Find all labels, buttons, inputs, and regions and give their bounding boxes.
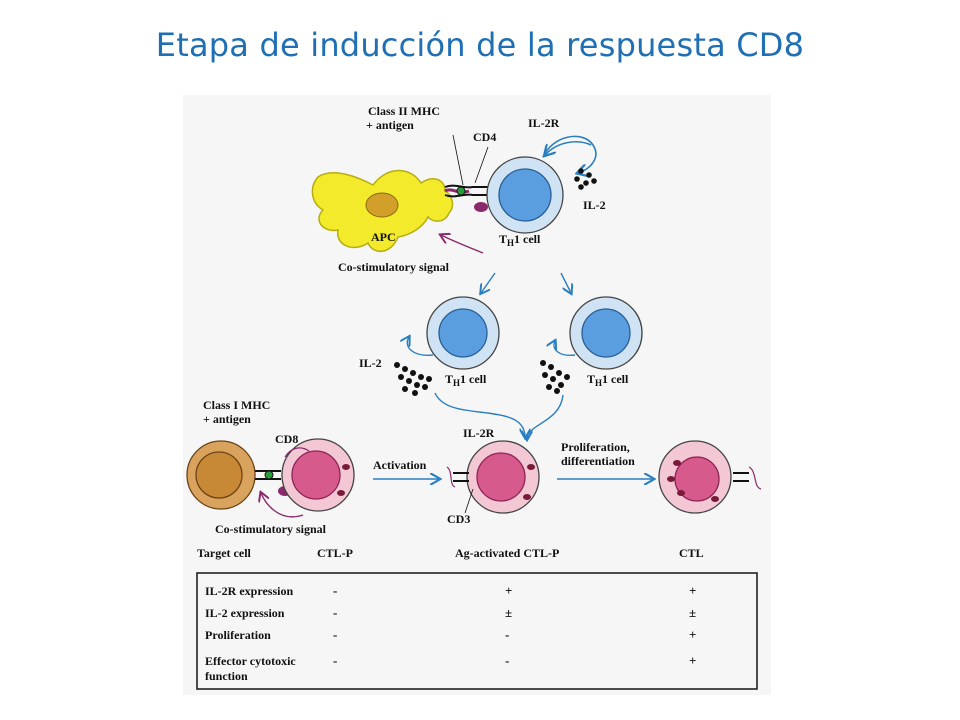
label-class-ii-antigen: + antigen	[366, 118, 414, 132]
label-il2r-bottom: IL-2R	[463, 426, 495, 440]
row-label-continued: function	[205, 669, 248, 683]
cd8-link-arrow	[284, 447, 310, 458]
row-value-ctl-p: -	[333, 627, 337, 642]
ctl-p-cell	[281, 438, 355, 512]
row-value-ctl: ±	[689, 605, 696, 620]
label-costim-bottom: Co-stimulatory signal	[215, 522, 327, 536]
slide-title: Etapa de inducción de la respuesta CD8	[155, 26, 805, 64]
expression-table	[196, 572, 758, 690]
il2r-uptake-arrow	[545, 141, 592, 155]
label-il2r-top: IL-2R	[528, 116, 560, 130]
costim-top-arrow	[441, 235, 484, 254]
ctl-cell	[658, 440, 762, 514]
il2-flow-left	[434, 392, 525, 437]
label-class-ii-mhc: Class II MHC	[368, 104, 440, 118]
il2-dots-right	[540, 360, 570, 394]
il2-dots-left	[394, 362, 432, 396]
th1-cell-right	[569, 296, 643, 370]
row-label: IL-2R expression	[205, 584, 293, 598]
row-label: IL-2 expression	[205, 606, 285, 620]
table-rows: IL-2R expression - + + IL-2 expression -…	[205, 583, 696, 683]
ag-activated-ctl-p-cell	[446, 440, 540, 514]
label-cd8: CD8	[275, 432, 298, 446]
label-th1-left: TH1 cell	[445, 372, 487, 388]
th1-cell-top	[486, 156, 564, 234]
il2r-feedback-arrow	[542, 135, 597, 173]
target-cell	[186, 440, 256, 510]
row-value-ag-activated: +	[505, 583, 512, 598]
label-differentiation: differentiation	[561, 454, 635, 468]
row-value-ctl-p: -	[333, 605, 337, 620]
apc-cell	[311, 169, 454, 252]
row-label: Proliferation	[205, 628, 271, 642]
row-value-ctl: +	[689, 627, 696, 642]
row-value-ctl-p: -	[333, 653, 337, 668]
label-cd4: CD4	[473, 130, 496, 144]
stage-ag-activated-ctl-p: Ag-activated CTL-P	[455, 546, 559, 560]
il2-dots-top	[574, 168, 597, 190]
stage-ctl-p: CTL-P	[317, 546, 353, 560]
row-value-ag-activated: -	[505, 627, 509, 642]
il2-loop-left	[407, 337, 434, 356]
row-value-ctl-p: -	[333, 583, 337, 598]
label-costim-top: Co-stimulatory signal	[338, 260, 450, 274]
label-apc: APC	[371, 230, 396, 244]
row-value-ctl: +	[689, 583, 696, 598]
label-proliferation: Proliferation,	[561, 440, 630, 454]
il2-flow-right	[527, 394, 564, 439]
th1-cell-left	[426, 296, 500, 370]
stage-ctl: CTL	[679, 546, 704, 560]
row-value-ctl: +	[689, 653, 696, 668]
mhc-tcr-complex-top	[444, 184, 495, 212]
row-value-ag-activated: ±	[505, 605, 512, 620]
stage-target-cell: Target cell	[197, 546, 252, 560]
label-cd3: CD3	[447, 512, 470, 526]
il2-loop-right	[554, 341, 576, 356]
label-activation: Activation	[373, 458, 427, 472]
label-th1-top: TH1 cell	[499, 232, 541, 248]
arrow-to-th1-right	[560, 272, 571, 293]
arrow-to-th1-left	[481, 272, 496, 293]
row-label: Effector cytotoxic	[205, 654, 296, 668]
label-class-i-mhc: Class I MHC	[203, 398, 270, 412]
row-value-ag-activated: -	[505, 653, 509, 668]
costim-bottom-arrow	[261, 493, 304, 518]
label-th1-right: TH1 cell	[587, 372, 629, 388]
label-il2-mid: IL-2	[359, 356, 382, 370]
label-il2-top: IL-2	[583, 198, 606, 212]
cd8-induction-diagram: Class II MHC + antigen CD4 IL-2R IL-2 AP…	[186, 104, 762, 690]
label-class-i-antigen: + antigen	[203, 412, 251, 426]
